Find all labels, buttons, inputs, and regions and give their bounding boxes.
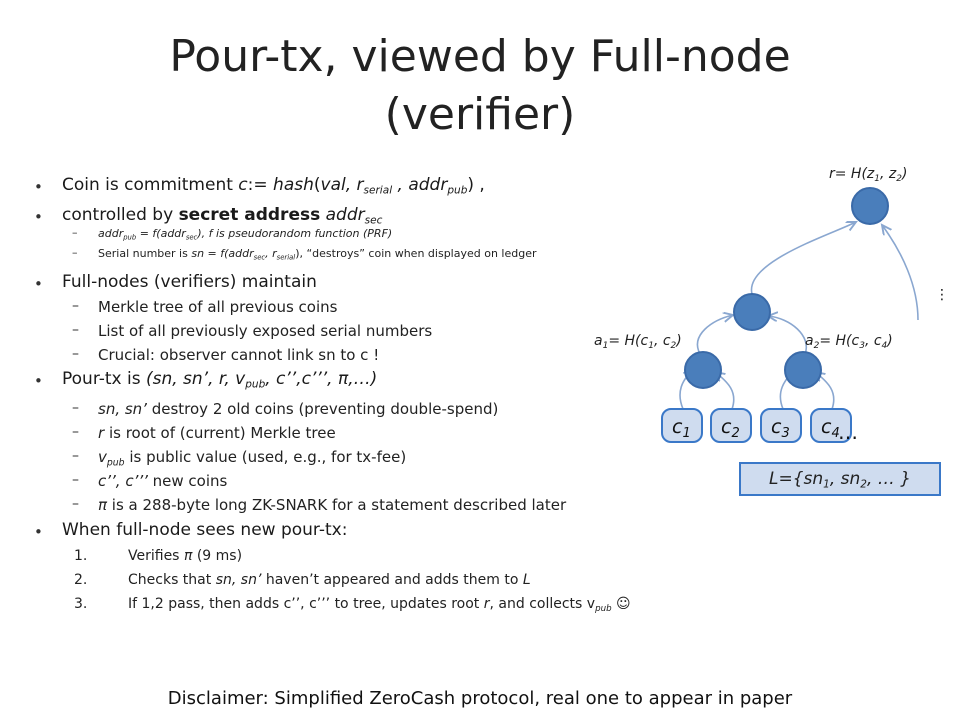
leaf-c1 (661, 408, 703, 443)
dash-icon: – (72, 400, 79, 416)
a1-label: a1= H(c1, c2) (594, 333, 682, 351)
serial-ledger-box: L={sn1, sn2, … } (739, 462, 941, 496)
dash-icon: – (72, 322, 79, 338)
sub-bullet-serial-number: Serial number is sn = f(addrsec, rserial… (98, 247, 537, 262)
bullet-icon: • (34, 208, 43, 226)
bullet-icon: • (34, 178, 43, 196)
bullet-icon: • (34, 275, 43, 293)
dash-icon: – (72, 472, 79, 488)
leaf-c3-label: c3 (771, 416, 790, 441)
dash-icon: – (72, 226, 78, 239)
step-number: 3. (74, 596, 88, 612)
leaf-c2-label: c2 (721, 416, 740, 441)
sub-bullet-addr-pub: addrpub = f(addrsec), f is pseudorandom … (98, 227, 393, 242)
sub-bullet-merkle-tree: Merkle tree of all previous coins (98, 298, 338, 316)
sub-bullet-sn-destroy: sn, sn’ destroy 2 old coins (preventing … (98, 400, 499, 418)
title-line-2: (verifier) (384, 89, 576, 140)
bullet-coin-commitment: Coin is commitment c:= hash(val, rserial… (62, 175, 485, 197)
leaf-c1-label: c1 (672, 416, 691, 441)
disclaimer-footer: Disclaimer: Simplified ZeroCash protocol… (167, 688, 793, 709)
sub-bullet-new-coins: c’’, c’’’ new coins (98, 472, 228, 490)
edge-a2-to-z1 (768, 316, 808, 355)
root-label: r= H(z1, z2) (829, 166, 907, 184)
slide-title: Pour-tx, viewed by Full-node (verifier) (60, 28, 900, 144)
edge-a1-to-z1 (696, 315, 733, 355)
leaf-c4-label: c4 (821, 416, 840, 441)
dash-icon: – (72, 298, 79, 314)
leaf-c3 (760, 408, 802, 443)
bullet-full-nodes-maintain: Full-nodes (verifiers) maintain (62, 272, 317, 292)
bullet-secret-address: controlled by secret address addrsec (62, 205, 383, 227)
dash-icon: – (72, 496, 79, 512)
edge-z1-to-root (750, 222, 856, 295)
a2-node (784, 351, 822, 389)
bullet-icon: • (34, 523, 43, 541)
sub-bullet-zk-snark: π is a 288-byte long ZK-SNARK for a stat… (98, 496, 567, 514)
edge-z2-to-root (882, 225, 919, 321)
z1-node (733, 293, 771, 331)
title-line-1: Pour-tx, viewed by Full-node (169, 31, 791, 82)
dash-icon: – (72, 246, 78, 259)
sub-bullet-r-root: r is root of (current) Merkle tree (98, 424, 336, 442)
root-node (851, 187, 889, 225)
sub-bullet-serial-list: List of all previously exposed serial nu… (98, 322, 433, 340)
sub-bullet-vpub: vpub is public value (used, e.g., for tx… (98, 448, 407, 469)
step-verify: Verifies π (9 ms) (128, 548, 243, 564)
smiley-icon: ☺ (611, 596, 631, 612)
step-number: 2. (74, 572, 88, 588)
step-check-serials: Checks that sn, sn’ haven’t appeared and… (128, 572, 531, 588)
a1-node (684, 351, 722, 389)
bullet-full-node-sees: When full-node sees new pour-tx: (62, 520, 348, 540)
a2-label: a2= H(c3, c4) (805, 333, 893, 351)
bullet-pour-tx: Pour-tx is (sn, sn’, r, vpub, c’’,c’’’, … (62, 369, 378, 391)
bullet-icon: • (34, 372, 43, 390)
leaf-ellipsis: … (838, 420, 858, 444)
dash-icon: – (72, 448, 79, 464)
leaf-c2 (710, 408, 752, 443)
dash-icon: – (72, 424, 79, 440)
vertical-ellipsis: ⋮ (935, 287, 949, 303)
sub-bullet-crucial: Crucial: observer cannot link sn to c ! (98, 346, 380, 364)
dash-icon: – (72, 346, 79, 362)
step-number: 1. (74, 548, 88, 564)
step-update-tree: If 1,2 pass, then adds c’’, c’’’ to tree… (128, 596, 631, 615)
leaf-c4 (810, 408, 852, 443)
